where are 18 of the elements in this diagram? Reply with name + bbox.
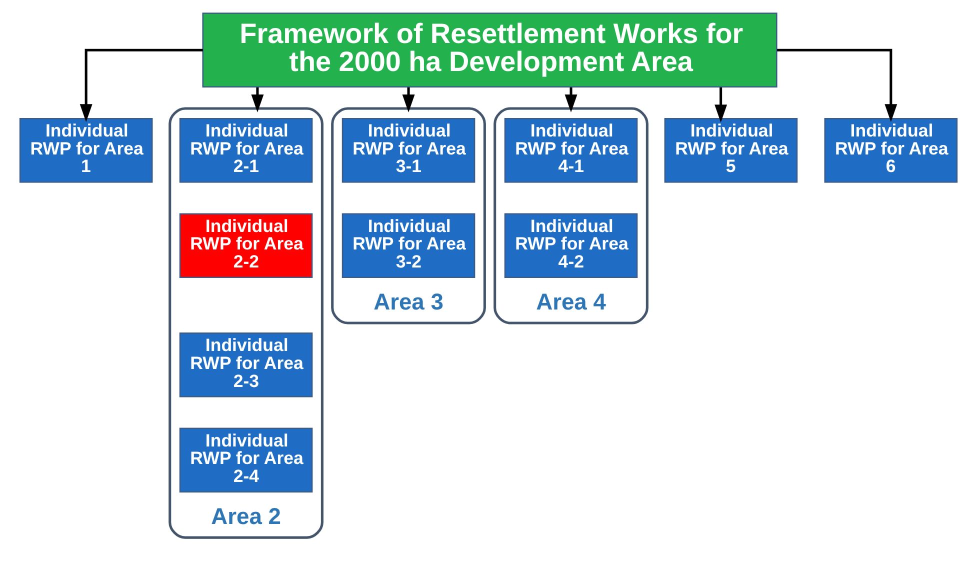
node-box: Individual RWP for Area 1 <box>18 118 152 183</box>
node-box: Individual RWP for Area 5 <box>664 118 798 183</box>
node-box: Individual RWP for Area 6 <box>824 118 958 183</box>
arrow <box>250 87 264 112</box>
node-box: Individual RWP for Area 2-2 <box>178 213 312 278</box>
arrow <box>79 48 202 122</box>
arrow <box>564 87 577 112</box>
arrow <box>776 48 897 122</box>
node-box: Individual RWP for Area 2-1 <box>178 118 312 183</box>
node-box: Individual RWP for Area 4-1 <box>504 118 638 183</box>
arrow <box>714 87 727 122</box>
node-box: Individual RWP for Area 3-1 <box>341 118 475 183</box>
node-box: Framework of Resettlement Works for the 2000 ha Development Area <box>202 12 777 88</box>
node-box: Individual RWP for Area 2-4 <box>178 428 312 492</box>
arrow <box>402 87 414 112</box>
node-box: Individual RWP for Area 3-2 <box>341 213 475 278</box>
node-box: Individual RWP for Area 4-2 <box>504 213 638 278</box>
node-box: Individual RWP for Area 2-3 <box>178 332 312 398</box>
